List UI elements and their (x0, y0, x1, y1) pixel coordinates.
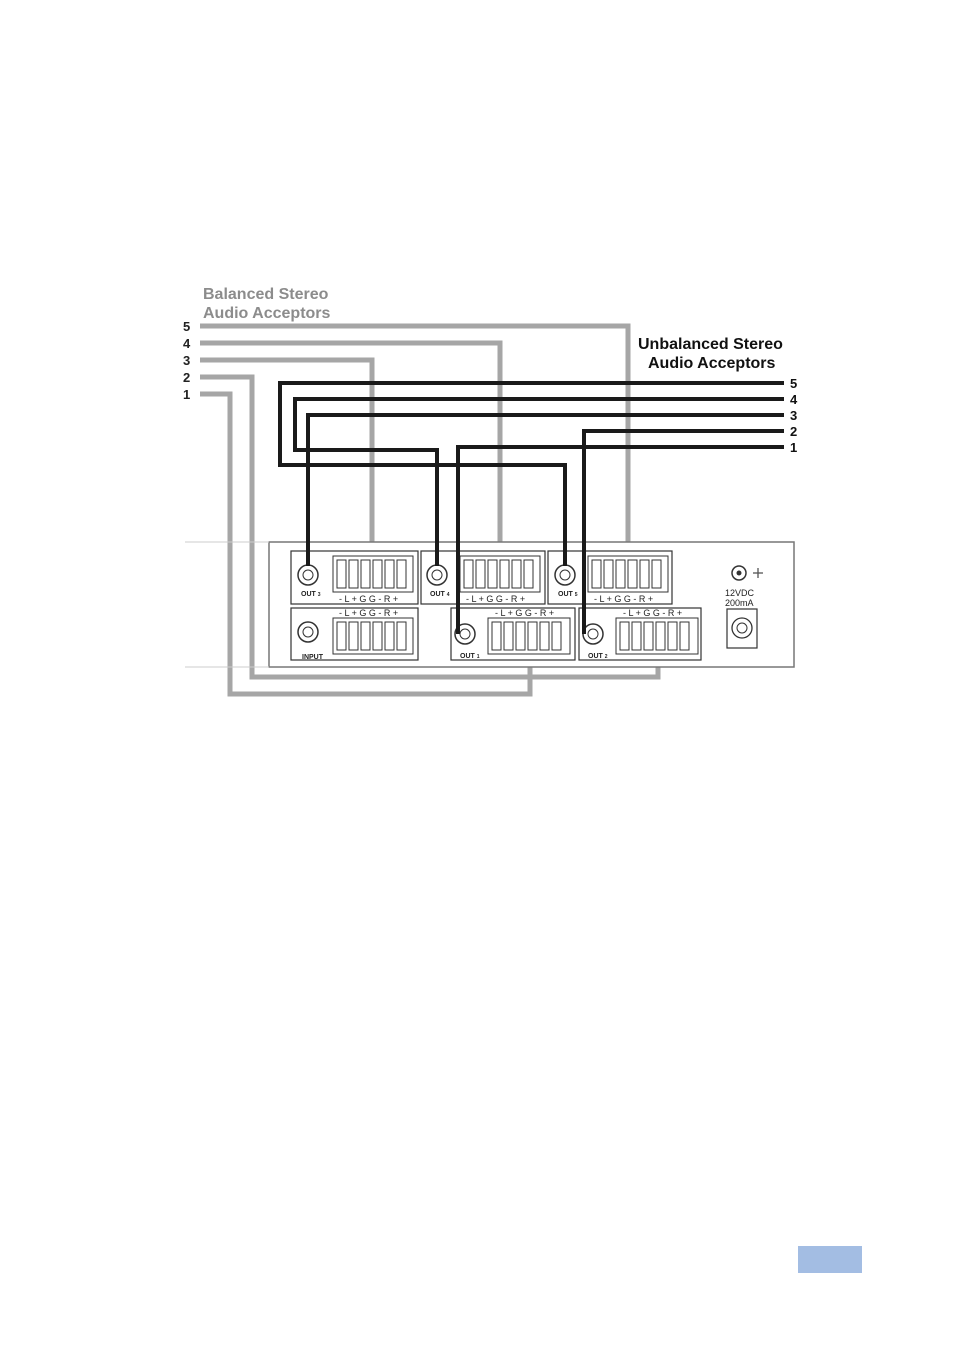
balanced-cable-3 (200, 360, 372, 558)
unbalanced-number-5: 5 (790, 376, 797, 391)
unbalanced-cable-5 (280, 383, 784, 566)
module-input-label: INPUT (302, 654, 324, 661)
module-out5-pins: - L + G G - R + (594, 594, 653, 604)
power-voltage: 12VDC (725, 588, 755, 598)
module-out3-label: OUT 3 (301, 591, 321, 598)
unbalanced-number-1: 1 (790, 440, 797, 455)
unbalanced-number-2: 2 (790, 424, 797, 439)
balanced-title-line2: Audio Acceptors (203, 305, 331, 322)
balanced-number-3: 3 (183, 353, 190, 368)
module-input-pins: - L + G G - R + (339, 608, 398, 618)
module-out4-label: OUT 4 (430, 591, 450, 598)
unbalanced-title-line2: Audio Acceptors (648, 355, 776, 372)
module-out5-label: OUT 5 (558, 591, 578, 598)
unbalanced-number-3: 3 (790, 408, 797, 423)
unbalanced-number-4: 4 (790, 392, 798, 407)
balanced-number-1: 1 (183, 387, 190, 402)
module-out3-pins: - L + G G - R + (339, 594, 398, 604)
balanced-number-2: 2 (183, 370, 190, 385)
balanced-number-5: 5 (183, 319, 190, 334)
balanced-number-4: 4 (183, 336, 191, 351)
power-current: 200mA (725, 598, 754, 608)
module-out1-pins: - L + G G - R + (495, 608, 554, 618)
unbalanced-cable-4 (295, 399, 784, 566)
unbalanced-title-line1: Unbalanced Stereo (638, 336, 783, 353)
balanced-title-line1: Balanced Stereo (203, 286, 329, 303)
module-out4-pins: - L + G G - R + (466, 594, 525, 604)
page-number-tab (798, 1246, 862, 1273)
module-out2-pins: - L + G G - R + (623, 608, 682, 618)
module-out1-label: OUT 1 (460, 653, 480, 660)
module-out2-label: OUT 2 (588, 653, 608, 660)
